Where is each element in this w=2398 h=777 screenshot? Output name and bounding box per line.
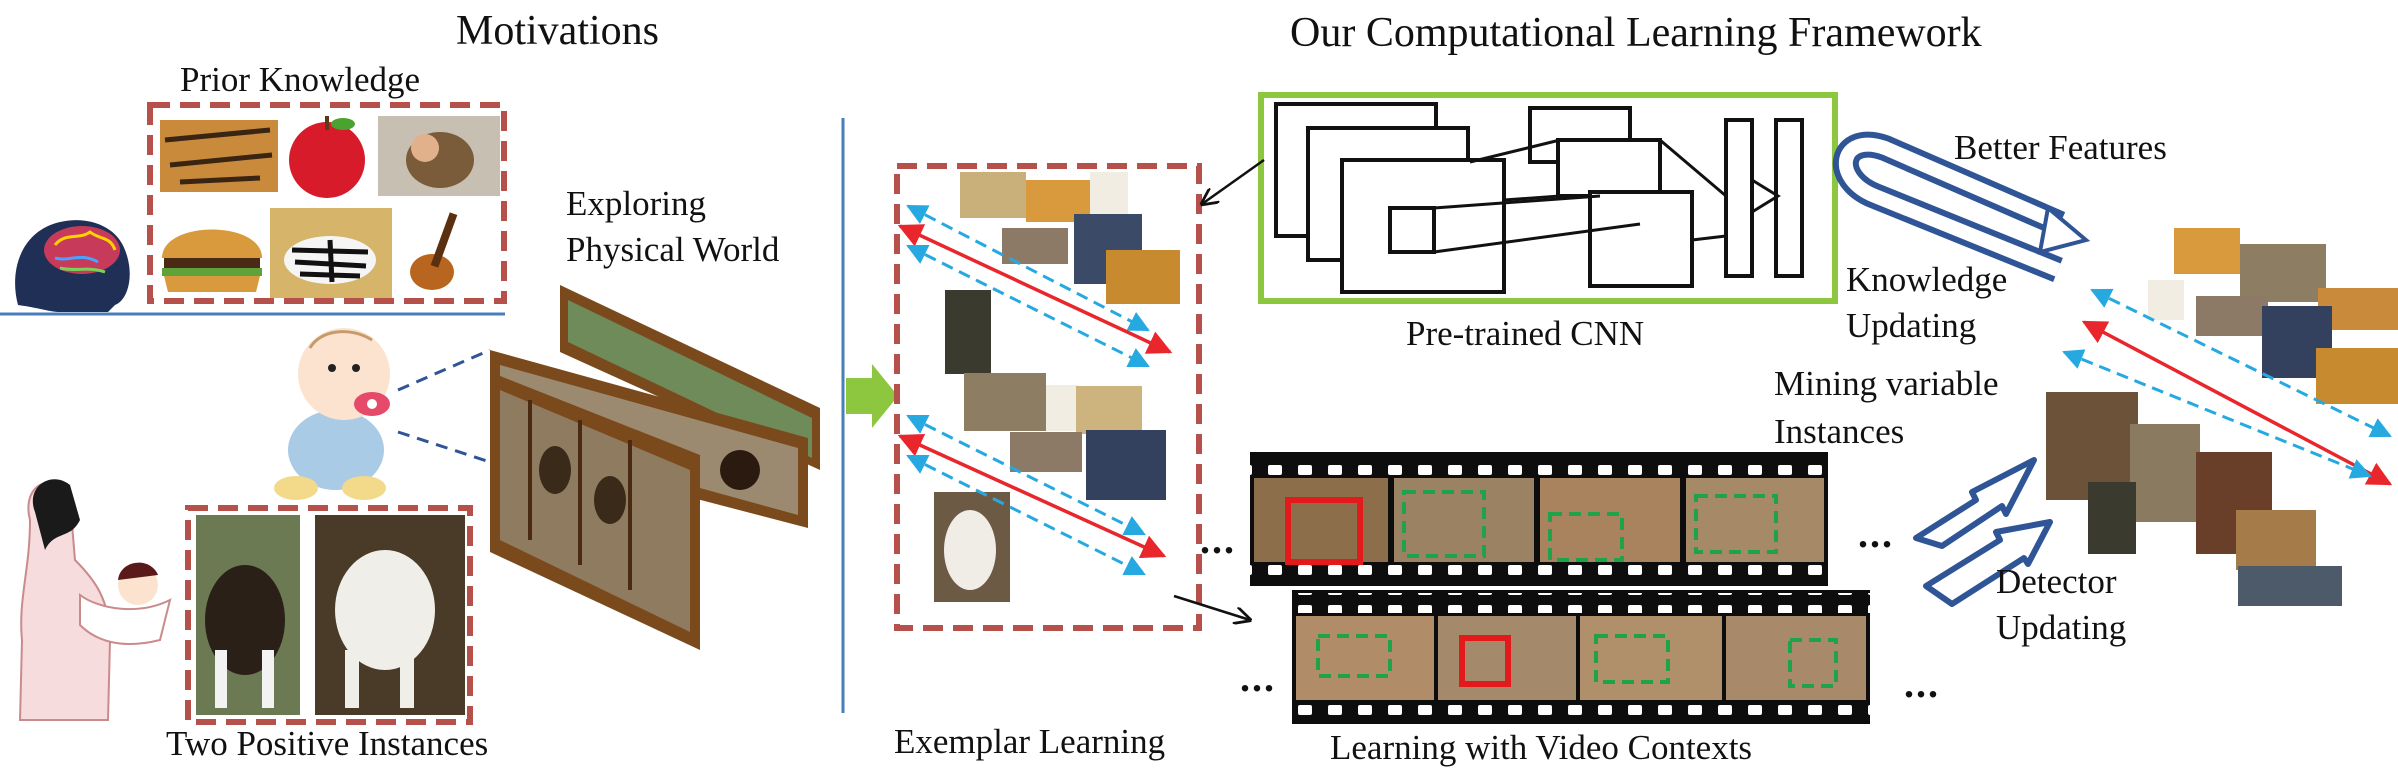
monkey-thumb-r: [2240, 244, 2326, 302]
wood-thumb-2: [1010, 432, 1082, 472]
baby-gaze-line-1: [397, 348, 491, 392]
autumn-thumb-r: [2316, 348, 2398, 404]
brain-head-icon: [15, 220, 130, 312]
motivations-title: Motivations: [456, 8, 660, 54]
knowledge-label: Knowledge: [1846, 260, 2008, 299]
video-contexts-label: Learning with Video Contexts: [1330, 728, 1753, 767]
mining-variable-label: Mining variable: [1774, 364, 1999, 403]
ellipsis-bottom-right: ...: [1904, 661, 1940, 706]
pretrained-cnn-label: Pre-trained CNN: [1406, 314, 1645, 353]
two-positive-instances-box: [185, 505, 473, 725]
mother-with-child-icon: [18, 479, 172, 721]
right-exemplar-collage: [2046, 228, 2398, 606]
framework-title: Our Computational Learning Framework: [1290, 10, 1982, 56]
guitar-image: [400, 204, 498, 296]
prior-knowledge-label: Prior Knowledge: [180, 60, 421, 99]
prior-knowledge-box: [147, 102, 507, 304]
exemplar-learning-label: Exemplar Learning: [894, 722, 1166, 761]
detector-updating-label: Updating: [1996, 608, 2127, 647]
double-arrow-icon: [1913, 457, 2053, 607]
dark-tree-thumb-2: [1086, 430, 1166, 500]
zebra-image: [270, 208, 392, 298]
pretrained-cnn-box: [1258, 92, 1838, 304]
autumn-thumb: [1106, 250, 1180, 304]
monkey-image: [378, 116, 500, 196]
burger-thumb-r: [2174, 228, 2240, 274]
detector-label: Detector: [1996, 562, 2117, 601]
horse-thumb-r2: [2130, 424, 2200, 522]
tiger-image: [160, 120, 278, 192]
apple-image: [289, 116, 365, 198]
baby-icon: [274, 328, 390, 500]
horse-thumb-r5: [2236, 510, 2316, 570]
zebra-thumb-2: [1076, 386, 1142, 434]
baby-gaze-line-2: [397, 430, 491, 464]
guitar-thumb: [1090, 172, 1128, 218]
horse-thumb-1: [945, 290, 991, 374]
horse-image-white: [315, 515, 465, 715]
horse-thumb-r6: [2238, 566, 2342, 606]
cnn-to-exemplar-arrow: [1202, 158, 1265, 204]
exemplar-arrows: [897, 204, 1173, 576]
zebra-thumb: [960, 172, 1026, 218]
ellipsis-bottom-left: ...: [1240, 655, 1276, 700]
ellipsis-top-left: ...: [1200, 517, 1236, 562]
physical-world-filmstrip-front: [490, 350, 808, 650]
burger-image: [162, 229, 262, 292]
right-arrows: [2062, 288, 2393, 486]
video-strip-top: [1250, 452, 1828, 586]
knowledge-updating-label: Updating: [1846, 306, 1977, 345]
exploring-label: Exploring: [566, 184, 706, 223]
physical-world-label: Physical World: [566, 230, 780, 269]
video-strip-bottom: [1292, 590, 1870, 724]
horse-thumb-r3: [2088, 482, 2136, 554]
horse-image-dark: [196, 515, 300, 715]
exemplar-to-video-arrow: [1173, 594, 1250, 620]
ellipsis-top-right: ...: [1858, 511, 1894, 556]
u-turn-arrow-icon: [1832, 131, 2091, 283]
guitar-thumb-2: [1046, 385, 1078, 431]
instances-label: Instances: [1774, 412, 1905, 451]
guitar-thumb-r: [2148, 280, 2184, 320]
wood-thumb-r: [2196, 296, 2268, 336]
two-positive-instances-label: Two Positive Instances: [166, 724, 489, 763]
green-right-arrow: [846, 364, 898, 428]
better-features-label: Better Features: [1954, 128, 2167, 167]
monkey-thumb: [964, 373, 1046, 431]
exemplar-learning-box: [894, 163, 1202, 631]
